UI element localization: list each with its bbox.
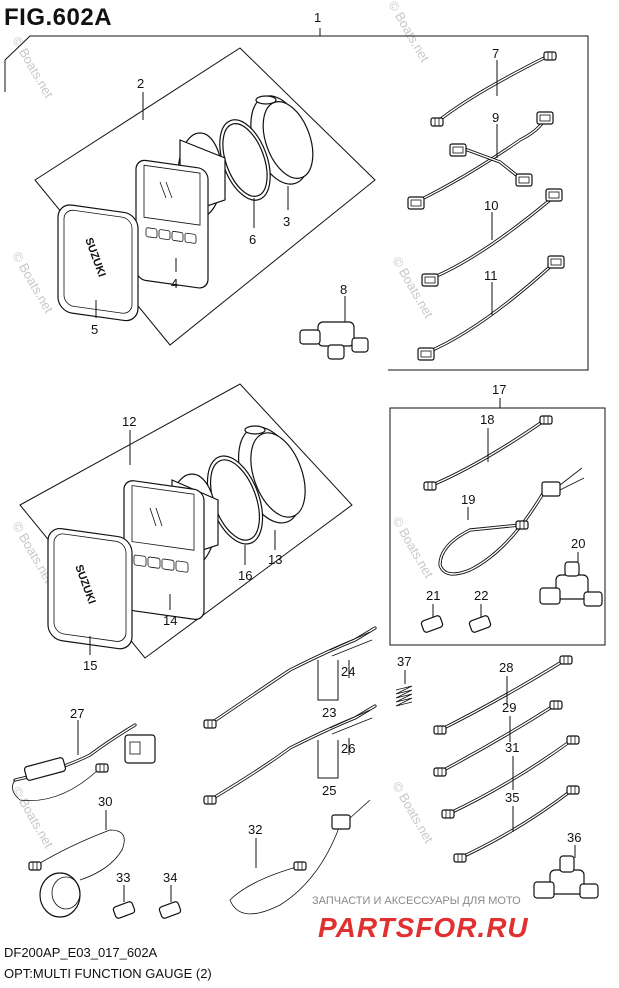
- cable-35: [453, 785, 580, 863]
- figure-description: OPT:MULTI FUNCTION GAUGE (2): [4, 966, 212, 981]
- leader-lines: [77, 30, 579, 902]
- callout-19: 19: [461, 492, 475, 507]
- spring-37: [395, 685, 413, 707]
- watermark-text: © Boats.net: [389, 514, 436, 581]
- callout-4: 4: [171, 276, 178, 291]
- callout-30: 30: [98, 794, 112, 809]
- kit-frame-17: [389, 398, 606, 646]
- callout-12: 12: [122, 414, 136, 429]
- callout-27: 27: [70, 706, 84, 721]
- callout-28: 28: [499, 660, 513, 675]
- gauge-cover-top: SUZUKI: [57, 204, 139, 322]
- callout-14: 14: [163, 613, 177, 628]
- callout-20: 20: [571, 536, 585, 551]
- callout-26: 26: [341, 741, 355, 756]
- terminator-34: [158, 901, 182, 919]
- callout-35: 35: [505, 790, 519, 805]
- o-ring-top: [219, 119, 271, 201]
- callout-7: 7: [492, 46, 499, 61]
- cable-19: [438, 467, 585, 576]
- cable-29: [433, 700, 563, 777]
- callout-15: 15: [83, 658, 97, 673]
- callout-17: 17: [492, 382, 506, 397]
- t-connector-top: [299, 321, 369, 360]
- watermark-text: © Boats.net: [9, 34, 56, 101]
- sensor-harness-27: [12, 723, 156, 801]
- cable-18: [423, 415, 553, 491]
- callout-34: 34: [163, 870, 177, 885]
- callout-10: 10: [484, 198, 498, 213]
- callout-37: 37: [397, 654, 411, 669]
- callout-24: 24: [341, 664, 355, 679]
- cable-31: [441, 735, 580, 819]
- callout-8: 8: [340, 282, 347, 297]
- callout-1: 1: [314, 10, 321, 25]
- buzzer-30: [28, 829, 125, 918]
- figure-title: FIG.602A: [4, 4, 113, 31]
- callout-3: 3: [283, 214, 290, 229]
- t-connector-20: [539, 561, 603, 607]
- cable-32: [229, 799, 371, 915]
- watermark-text: © Boats.net: [389, 254, 436, 321]
- callout-29: 29: [502, 700, 516, 715]
- watermark-text: © Boats.net: [385, 0, 432, 65]
- t-connector-36: [533, 855, 599, 899]
- gauge-cover-bottom: SUZUKI: [47, 527, 133, 650]
- watermark-text: © Boats.net: [9, 249, 56, 316]
- callout-33: 33: [116, 870, 130, 885]
- shop-caption: ЗАПЧАСТИ И АКСЕССУАРЫ ДЛЯ МОТО: [312, 895, 521, 907]
- terminator-33: [112, 901, 136, 919]
- cable-28: [433, 655, 573, 735]
- shop-logo: PARTSFOR.RU: [318, 912, 529, 943]
- multi-function-gauge-top: [135, 132, 226, 289]
- cable-9: [407, 111, 554, 210]
- callout-11: 11: [484, 268, 498, 283]
- callout-18: 18: [480, 412, 494, 427]
- callout-2: 2: [137, 76, 144, 91]
- cable-11: [417, 255, 565, 361]
- figure-code: DF200AP_E03_017_602A: [4, 945, 158, 960]
- cable-7: [430, 51, 557, 127]
- o-ring-bottom: [206, 455, 264, 545]
- callout-25: 25: [322, 783, 336, 798]
- watermark-text: © Boats.net: [9, 784, 56, 851]
- cable-10: [421, 188, 563, 287]
- callout-labels: 1 2 3 4 5 6 7 8 9 10 11 12 13 14 15 16 1…: [70, 10, 585, 885]
- callout-9: 9: [492, 110, 499, 125]
- harness-25: [203, 704, 377, 805]
- watermark-text: © Boats.net: [389, 779, 436, 846]
- harness-23: [203, 626, 377, 729]
- callout-21: 21: [426, 588, 440, 603]
- callout-13: 13: [268, 552, 282, 567]
- callout-32: 32: [248, 822, 262, 837]
- terminator-22: [468, 615, 492, 633]
- callout-31: 31: [505, 740, 519, 755]
- callout-36: 36: [567, 830, 581, 845]
- callout-16: 16: [238, 568, 252, 583]
- terminator-21: [420, 615, 444, 633]
- callout-22: 22: [474, 588, 488, 603]
- callout-6: 6: [249, 232, 256, 247]
- multi-function-gauge-bottom: [123, 473, 219, 620]
- callout-5: 5: [91, 322, 98, 337]
- callout-23: 23: [322, 705, 336, 720]
